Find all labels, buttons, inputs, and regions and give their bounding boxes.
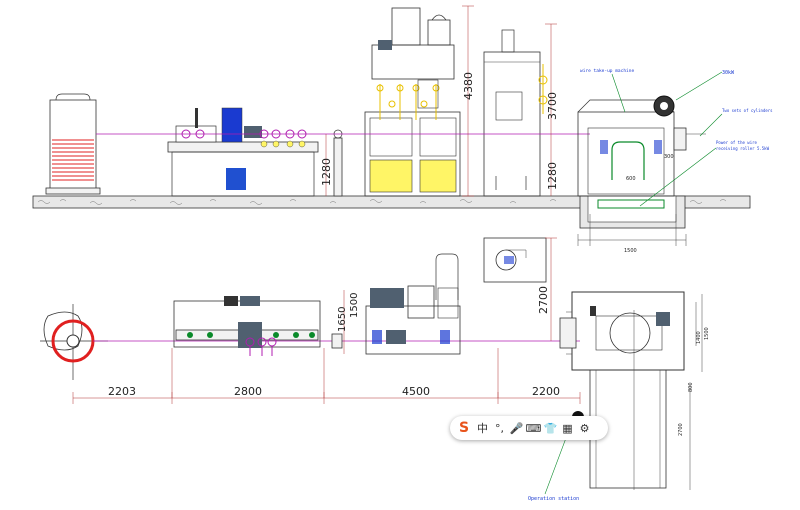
- dim-800: 800: [688, 382, 694, 392]
- straightener-plan: [173, 296, 321, 356]
- dim-1280-a: 1280: [320, 158, 333, 186]
- label-30kw: 30kW: [722, 70, 735, 76]
- label-operation-station: Operation station: [528, 496, 579, 502]
- takeup-machine: [577, 95, 706, 209]
- dim-1500-top: 1500: [624, 248, 637, 254]
- dim-1280-b: 1280: [546, 162, 559, 190]
- dim-2800: 2800: [234, 385, 262, 398]
- mic-icon[interactable]: 🎤: [509, 421, 524, 435]
- takeup-plan: [559, 291, 685, 489]
- label-two-sets-cylinders: Two sets of cylinders: [722, 108, 773, 113]
- guide-pedestal: [333, 129, 343, 197]
- central-tower: [364, 7, 461, 197]
- dim-1500: 1500: [349, 293, 360, 318]
- language-toggle-button[interactable]: 中: [477, 422, 488, 435]
- dim-1400: 1400: [696, 331, 702, 344]
- dim-600: 600: [626, 176, 636, 182]
- punctuation-icon[interactable]: °,: [495, 421, 504, 435]
- payoff-coil-stand: [45, 93, 101, 195]
- dim-2203: 2203: [108, 385, 136, 398]
- dim-4380: 4380: [462, 72, 475, 100]
- dim-1500-right: 1500: [704, 327, 710, 340]
- tower-plan: [365, 253, 461, 355]
- motor-30kw: [653, 95, 675, 117]
- ground-foundation: [32, 195, 751, 229]
- plan-view: 2203 2800 4500 2200 2700 1650 1500 1400 …: [40, 237, 710, 502]
- dim-2200: 2200: [532, 385, 560, 398]
- operation-station: Operation station: [528, 437, 579, 502]
- keyboard-icon[interactable]: ⌨: [525, 421, 542, 435]
- floating-ime-toolbar: S 中 °, 🎤 ⌨ 👕 ▦ ⚙: [450, 416, 608, 440]
- elevation-annotations: wire take-up machine 30kW Two sets of cy…: [580, 68, 773, 207]
- dim-2700: 2700: [537, 286, 550, 314]
- dim-300: 300: [664, 154, 674, 160]
- dim-3700: 3700: [546, 92, 559, 120]
- dim-4500: 4500: [402, 385, 430, 398]
- elevation-dimensions: 4380 3700 1280 1280 1500: [320, 5, 687, 254]
- grid-icon[interactable]: ▦: [562, 421, 573, 435]
- ime-logo-icon[interactable]: S: [458, 420, 470, 436]
- label-power-wire-2: receiving roller 5.5kW: [716, 146, 770, 151]
- guide-plan: [331, 333, 343, 349]
- dim-1650: 1650: [337, 307, 348, 332]
- blower-box: [483, 237, 547, 283]
- straightener-unit: [167, 107, 319, 197]
- plan-dimensions: 2203 2800 4500 2200 2700 1650 1500 1400 …: [72, 237, 710, 490]
- shirt-icon[interactable]: 👕: [543, 421, 558, 435]
- label-power-wire: Power of the wire: [716, 140, 758, 145]
- dim-2700-right: 2700: [678, 423, 684, 436]
- tools-icon[interactable]: ⚙: [579, 421, 590, 435]
- elevation-view: 4380 3700 1280 1280 1500 wire take-up ma…: [32, 5, 773, 254]
- payoff-plan: [40, 304, 108, 380]
- label-wire-takeup: wire take-up machine: [580, 68, 634, 74]
- cooling-cabinet: [483, 29, 548, 197]
